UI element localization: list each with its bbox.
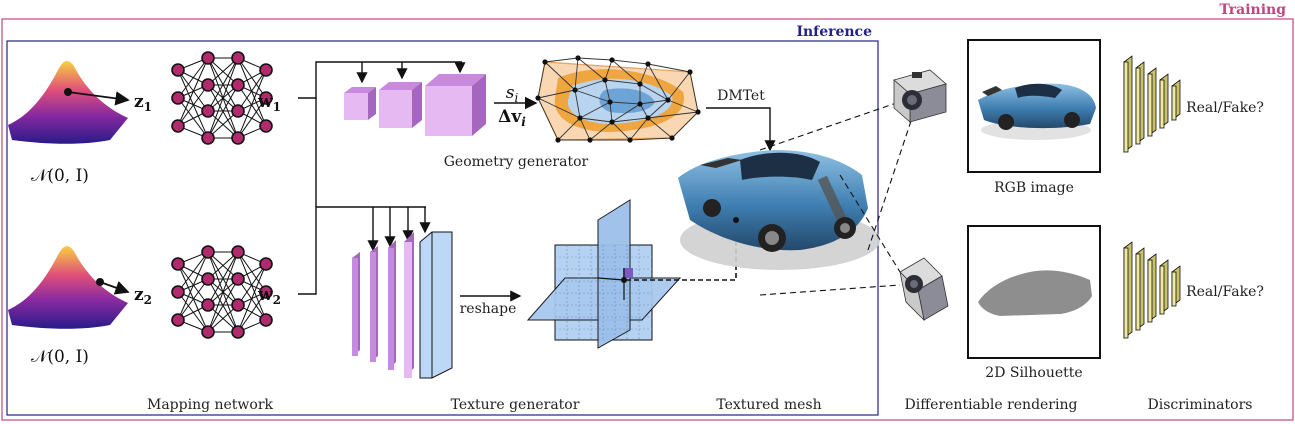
textured-mesh-label: Textured mesh — [716, 397, 821, 413]
differentiable-rendering-label: Differentiable rendering — [905, 397, 1078, 413]
mesh-surface-point — [733, 217, 739, 223]
mapping-network-2-icon — [171, 245, 273, 339]
geometry-cube-small — [344, 87, 376, 120]
inference-title: Inference — [796, 24, 872, 40]
geometry-cube-large — [425, 74, 486, 136]
training-title: Training — [1219, 2, 1286, 18]
gaussian-surface-2-icon — [8, 246, 128, 329]
param-s: si — [506, 83, 519, 105]
mapping-network-label: Mapping network — [147, 397, 274, 413]
texture-generator-label: Texture generator — [451, 397, 580, 413]
style-w1: w1 — [257, 92, 281, 114]
camera-2-icon — [899, 257, 949, 322]
rgb-image-label: RGB image — [994, 180, 1074, 196]
discriminator-2-icon — [1123, 241, 1181, 339]
discriminator-1-icon — [1123, 55, 1181, 153]
latent-z1: z1 — [134, 92, 152, 114]
distribution-label-2: 𝒩(0, I) — [31, 347, 89, 367]
geometry-generator-label: Geometry generator — [444, 154, 589, 170]
style-w2: w2 — [257, 285, 281, 307]
silhouette-shape — [978, 270, 1092, 316]
gaussian-surface-1-icon — [8, 61, 128, 144]
textured-car-mesh — [678, 150, 880, 270]
texture-feature-planes — [352, 231, 453, 379]
dmtet-label: DMTet — [717, 88, 765, 104]
geometry-cube-medium — [379, 82, 422, 128]
camera-1-icon — [893, 69, 947, 123]
training-frame — [1, 18, 1294, 421]
real-fake-bottom: Real/Fake? — [1186, 284, 1264, 300]
tetrahedral-grid-icon — [535, 55, 701, 143]
discriminators-label: Discriminators — [1148, 397, 1253, 413]
latent-z2: z2 — [134, 285, 152, 307]
real-fake-top: Real/Fake? — [1186, 100, 1264, 116]
param-dv: Δvi — [498, 107, 526, 129]
reshape-label: reshape — [460, 301, 517, 317]
inference-frame — [6, 40, 879, 416]
triplane-icon — [526, 199, 682, 349]
silhouette-label: 2D Silhouette — [985, 365, 1082, 381]
distribution-label-1: 𝒩(0, I) — [31, 166, 89, 186]
mapping-network-1-icon — [171, 51, 273, 145]
rgb-car-render — [978, 83, 1096, 140]
